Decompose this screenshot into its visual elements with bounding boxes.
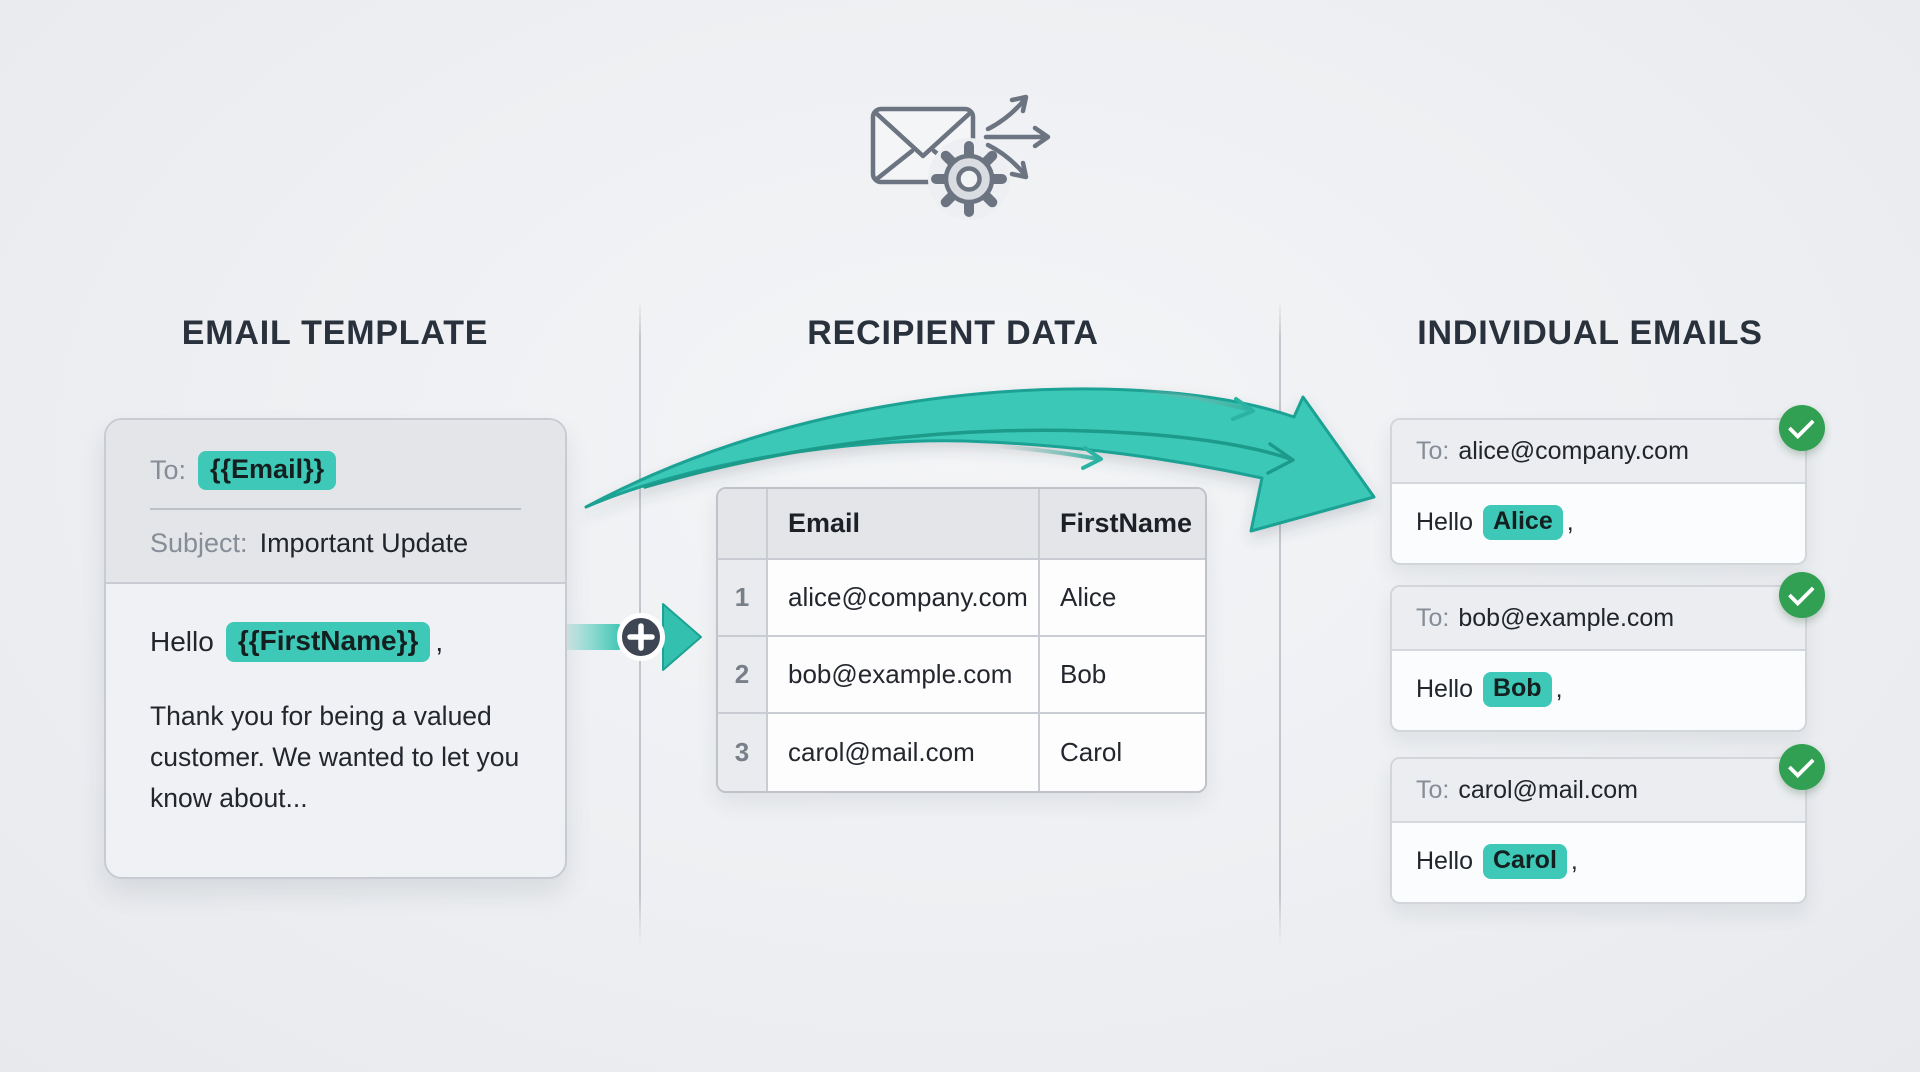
to-address: alice@company.com	[1458, 436, 1689, 465]
plus-icon	[617, 613, 665, 661]
to-address: carol@mail.com	[1458, 775, 1638, 804]
envelope-gear-fanout-icon	[870, 94, 1051, 220]
template-body-text: Thank you for being a valued customer. W…	[150, 701, 520, 813]
email-merge-token: {{Email}}	[198, 450, 337, 490]
template-to-row: To: {{Email}}	[150, 444, 521, 496]
table-header-email: Email	[768, 489, 1040, 560]
sent-check-icon	[1779, 744, 1825, 790]
table-header-firstname: FirstName	[1040, 489, 1205, 560]
column-divider-right	[1279, 300, 1281, 945]
greeting-prefix: Hello	[1416, 508, 1473, 536]
greeting-prefix: Hello	[150, 626, 214, 657]
header-divider	[150, 508, 521, 510]
recipient-data-table: Email FirstName 1 alice@company.com Alic…	[716, 487, 1207, 793]
greeting-prefix: Hello	[1416, 675, 1473, 703]
merged-name: Carol	[1482, 844, 1567, 879]
cell-email: bob@example.com	[768, 637, 1040, 714]
cell-firstname: Carol	[1040, 714, 1205, 791]
template-greeting: Hello {{FirstName}} ,	[150, 622, 525, 662]
firstname-merge-token: {{FirstName}}	[225, 622, 431, 662]
column-divider-left	[639, 300, 641, 945]
table-corner-cell	[718, 489, 768, 560]
individual-email-card: To: alice@company.com Hello Alice ,	[1390, 418, 1807, 565]
greeting-comma: ,	[1555, 675, 1563, 703]
row-number: 3	[718, 714, 768, 791]
to-label: To:	[150, 454, 187, 485]
subject-label: Subject:	[150, 527, 248, 558]
sent-check-icon	[1779, 405, 1825, 451]
row-number: 2	[718, 637, 768, 714]
greeting-comma: ,	[1570, 847, 1578, 875]
template-subject-row: Subject: Important Update	[150, 520, 521, 566]
individual-email-card: To: carol@mail.com Hello Carol ,	[1390, 757, 1807, 904]
individual-email-card: To: bob@example.com Hello Bob ,	[1390, 585, 1807, 732]
greeting-comma: ,	[1566, 508, 1574, 536]
email-template-card: To: {{Email}} Subject: Important Update …	[104, 418, 567, 879]
section-title-email-template: EMAIL TEMPLATE	[181, 314, 489, 352]
speed-arrow-lower	[994, 444, 1103, 470]
to-label: To:	[1416, 436, 1450, 465]
email-card-header: To: carol@mail.com	[1392, 759, 1805, 823]
row-number: 1	[718, 560, 768, 637]
cell-firstname: Alice	[1040, 560, 1205, 637]
merge-connector	[556, 603, 702, 671]
to-label: To:	[1416, 775, 1450, 804]
email-card-header: To: alice@company.com	[1392, 420, 1805, 484]
merged-name: Bob	[1482, 672, 1552, 707]
cell-firstname: Bob	[1040, 637, 1205, 714]
greeting-prefix: Hello	[1416, 847, 1473, 875]
subject-value: Important Update	[259, 527, 469, 558]
section-title-recipient-data: RECIPIENT DATA	[807, 314, 1099, 352]
template-card-header: To: {{Email}} Subject: Important Update	[106, 420, 565, 584]
cell-email: carol@mail.com	[768, 714, 1040, 791]
email-card-body: Hello Carol ,	[1392, 823, 1805, 900]
sent-check-icon	[1779, 572, 1825, 618]
cell-email: alice@company.com	[768, 560, 1040, 637]
merged-name: Alice	[1482, 505, 1563, 540]
to-label: To:	[1416, 603, 1450, 632]
email-card-body: Hello Bob ,	[1392, 651, 1805, 728]
greeting-comma: ,	[435, 626, 444, 657]
speed-arrow-upper	[1134, 388, 1255, 421]
section-title-individual-emails: INDIVIDUAL EMAILS	[1417, 314, 1763, 352]
email-card-body: Hello Alice ,	[1392, 484, 1805, 561]
to-address: bob@example.com	[1458, 603, 1675, 632]
email-card-header: To: bob@example.com	[1392, 587, 1805, 651]
template-card-body: Hello {{FirstName}} , Thank you for bein…	[106, 584, 565, 819]
